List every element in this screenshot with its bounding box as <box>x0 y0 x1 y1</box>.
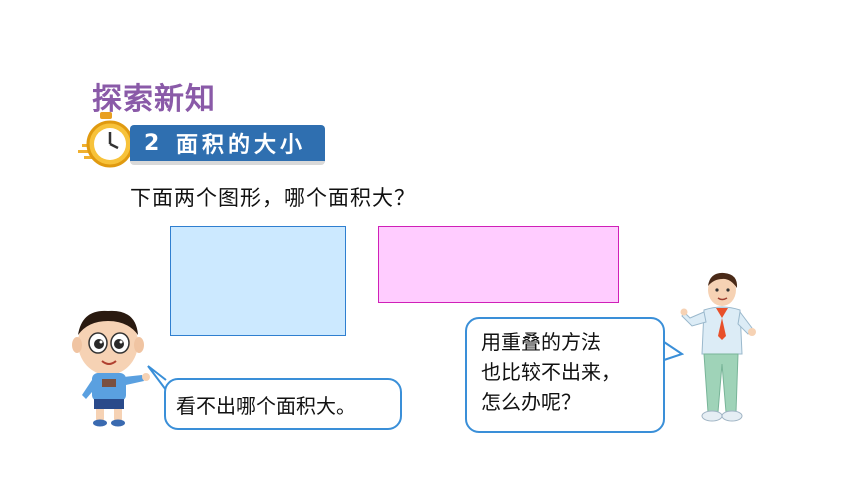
stopwatch-icon <box>78 112 134 168</box>
speech-bubble-left-text: 看不出哪个面积大。 <box>176 393 356 418</box>
speech-bubble-left: 看不出哪个面积大。 <box>164 378 402 430</box>
bubble-right-tail <box>663 341 684 361</box>
speech-bubble-right-line-2: 也比较不出来， <box>481 360 621 384</box>
speech-bubble-right-line-3: 怎么办呢？ <box>481 390 581 414</box>
speech-bubble-right: 用重叠的方法 也比较不出来， 怎么办呢？ <box>465 317 665 433</box>
student-character <box>680 272 756 422</box>
speech-bubble-right-line-1: 用重叠的方法 <box>481 330 601 354</box>
topic-banner: 2 面积的大小 <box>130 125 325 165</box>
topic-number: 2 <box>144 130 160 156</box>
bubble-left-tail <box>147 365 167 391</box>
topic-title: 面积的大小 <box>176 133 307 158</box>
blue-rectangle <box>170 226 346 336</box>
section-title: 探索新知 <box>92 82 216 117</box>
boy-character <box>72 310 150 427</box>
question-text: 下面两个图形，哪个面积大？ <box>130 186 416 210</box>
pink-rectangle <box>378 226 619 303</box>
